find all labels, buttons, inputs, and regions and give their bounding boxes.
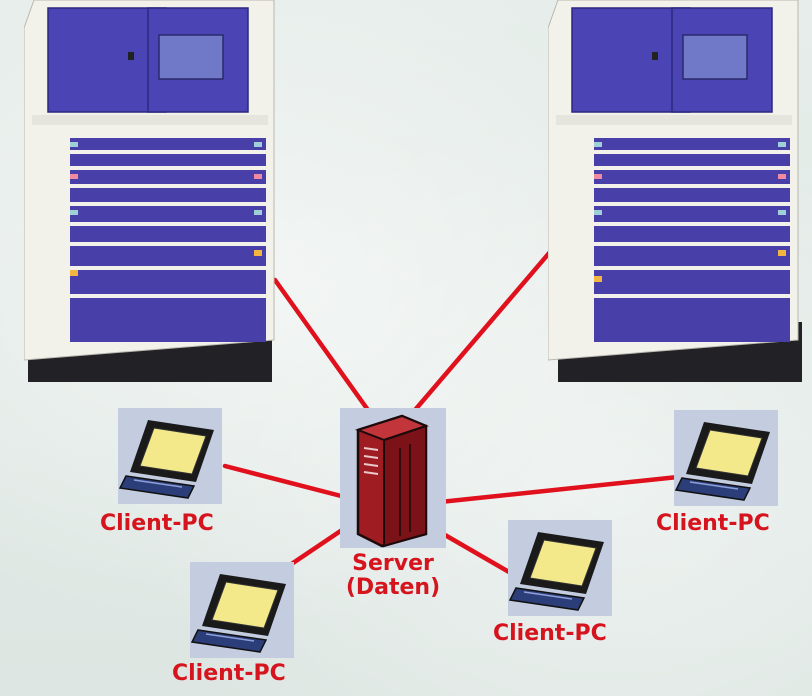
client-label: Client-PC [100,511,214,536]
server-label: Server (Daten) [333,552,453,600]
link-client-topright-server [437,474,681,505]
lock-icon [128,52,134,60]
link-client-bottomleft-server [287,525,348,568]
link-left-cabinet-server [272,277,371,413]
client-label: Client-PC [493,621,607,646]
lock-icon [652,52,658,60]
server-icon [340,408,446,548]
server-label-line1: Server [352,551,434,576]
client-label: Client-PC [656,511,770,536]
cabinet-door-left [47,7,167,113]
cabinet-screen [682,34,748,80]
laptop-icon [118,408,222,504]
cabinet-door-left [571,7,691,113]
drawer-stack [70,138,266,342]
link-right-cabinet-server [412,249,553,413]
laptop-icon [190,562,294,658]
storage-cabinet-right [548,0,802,382]
server-label-line2: (Daten) [345,575,441,600]
client-label: Client-PC [172,661,286,686]
link-client-topleft-server [222,463,348,500]
cabinet-screen [158,34,224,80]
storage-cabinet-left [24,0,275,382]
laptop-icon [508,520,612,616]
laptop-icon [674,410,778,506]
drawer-stack [594,138,790,342]
